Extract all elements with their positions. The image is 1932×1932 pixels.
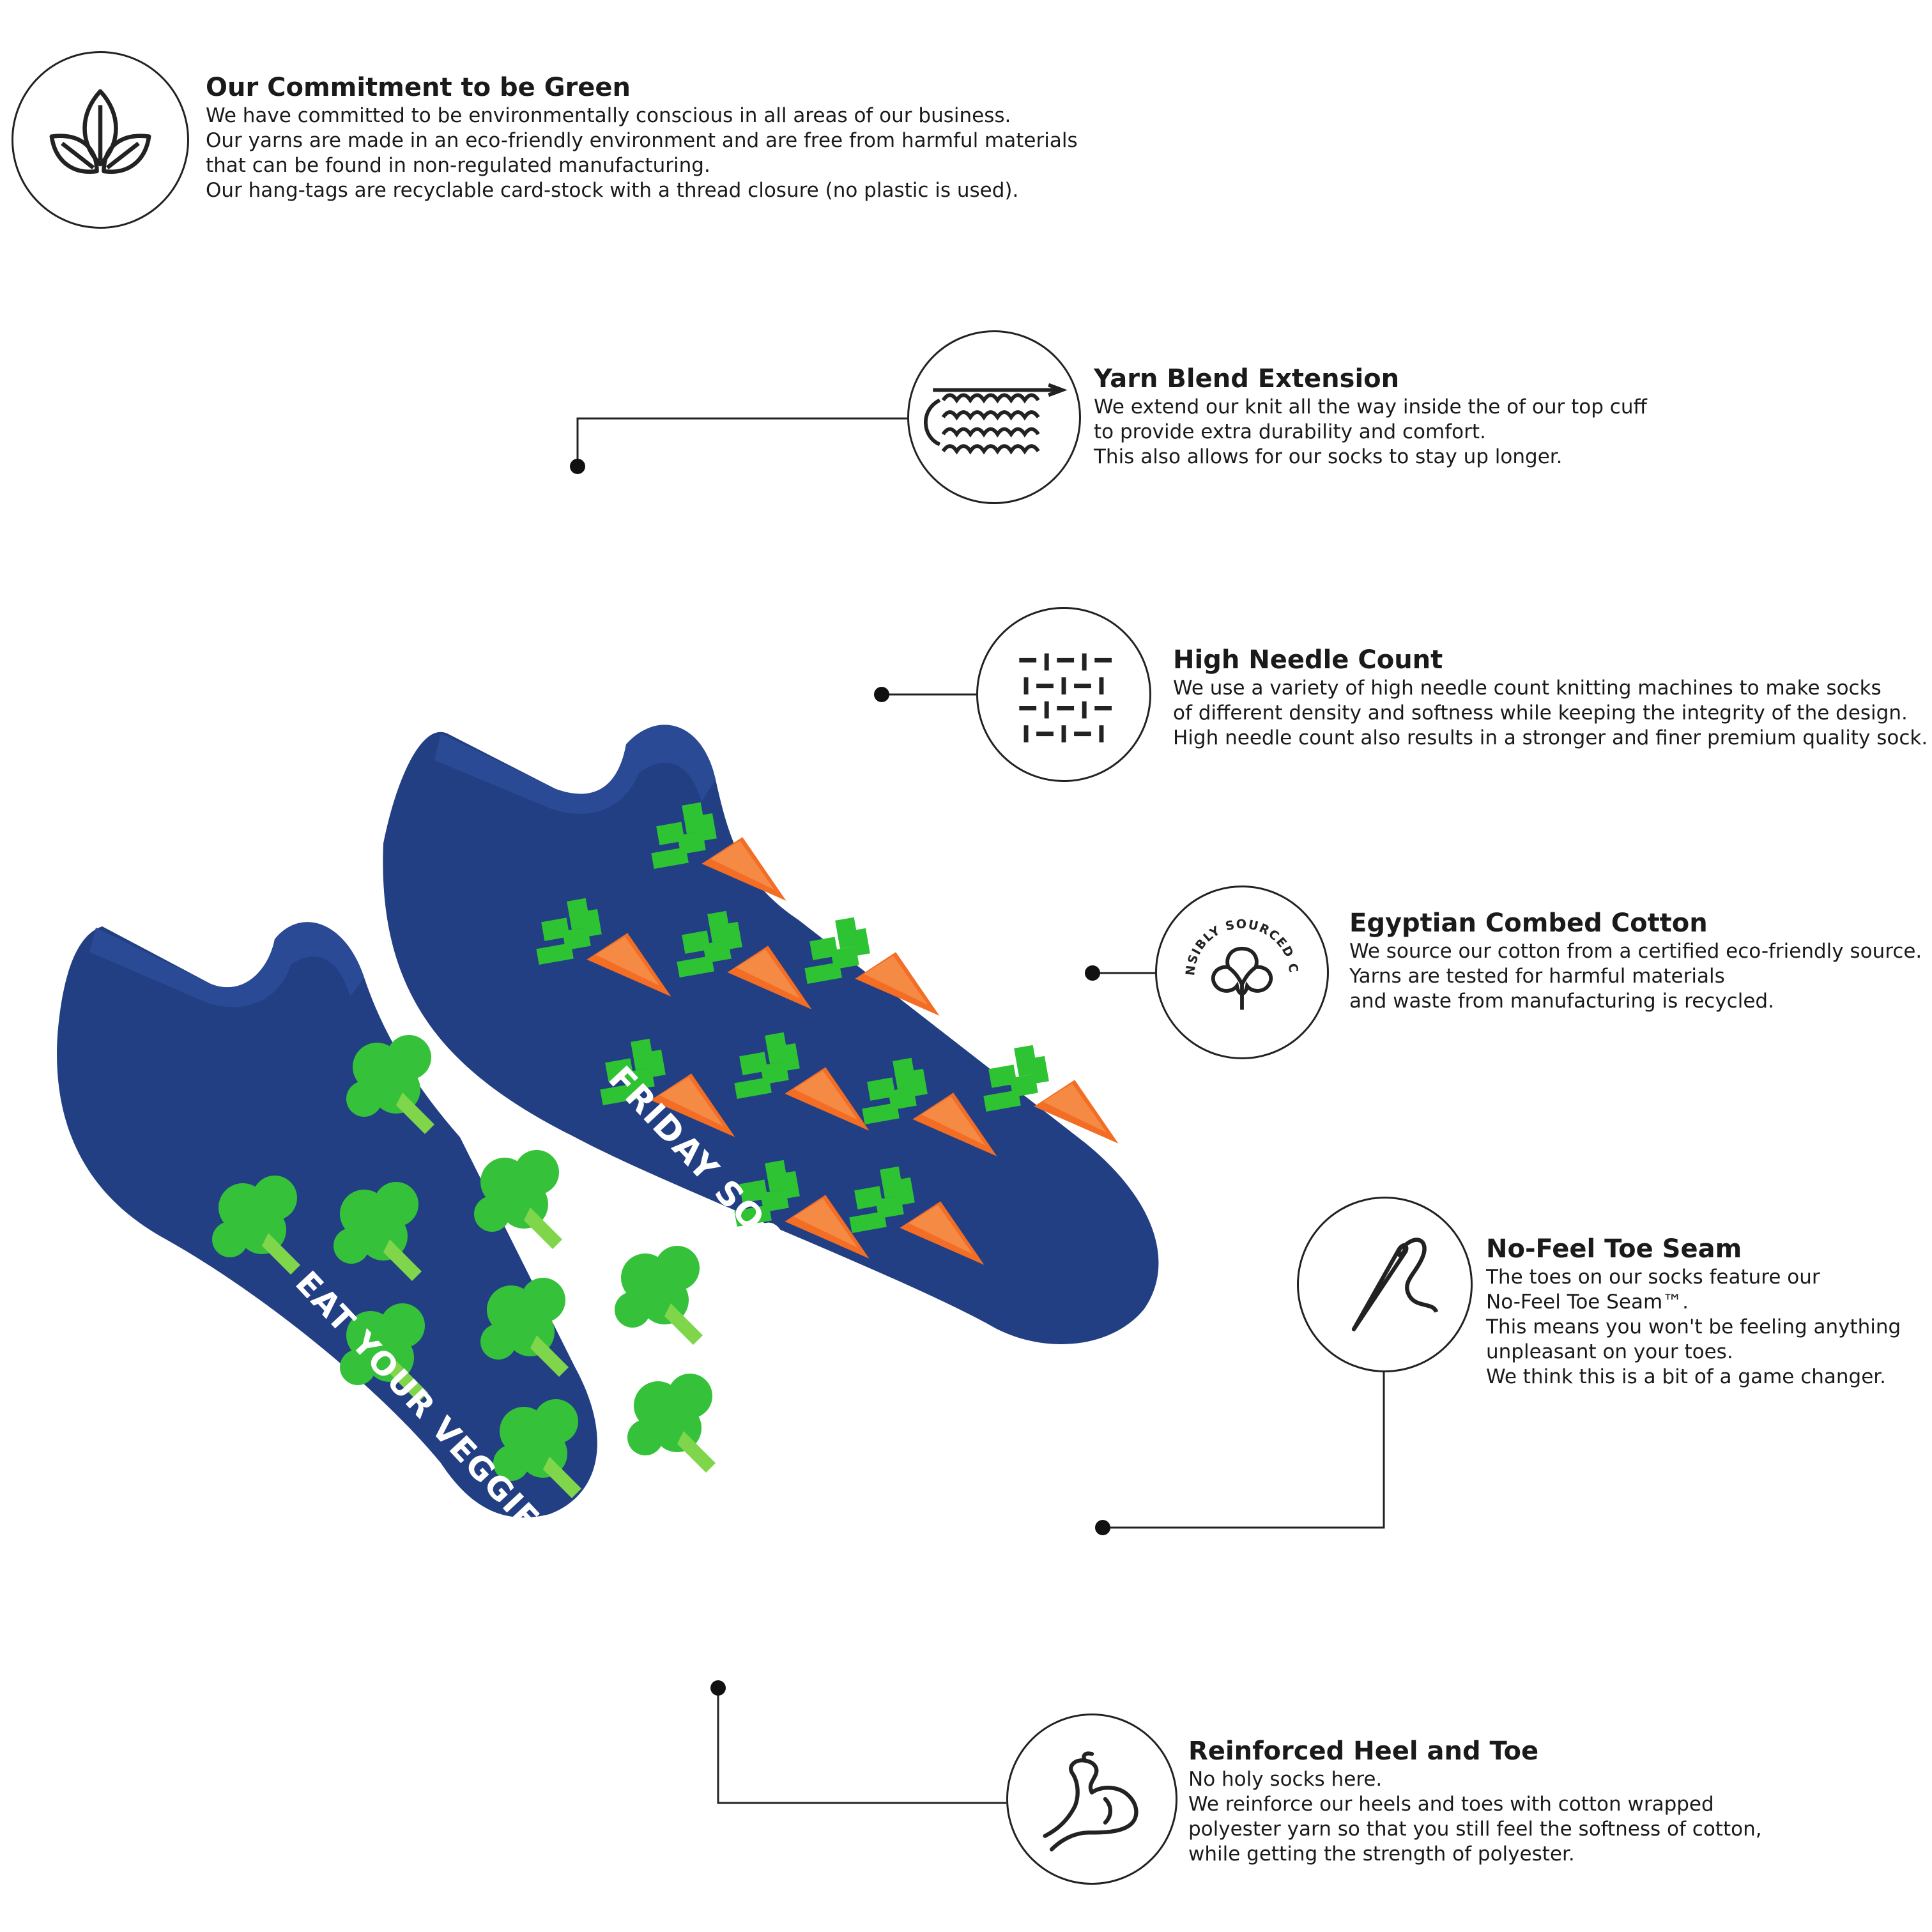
feature-green-line: Our hang-tags are recyclable card-stock …: [206, 179, 1019, 202]
feature-needle-count-icon-circle: [976, 607, 1151, 782]
feature-yarn-line: to provide extra durability and comfort.: [1094, 420, 1486, 443]
leader-heel-toe: [717, 1688, 1006, 1804]
feature-yarn-icon-circle: [907, 330, 1081, 504]
leaves-icon: [49, 89, 151, 174]
leader-dot-needle-count: [874, 687, 889, 702]
leader-toe-seam: [1103, 1372, 1385, 1529]
feature-cotton-line: and waste from manufacturing is recycled…: [1349, 990, 1774, 1013]
cotton-flower-icon: RESPONSIBLY SOURCED COTTON: [1157, 887, 1300, 1010]
feature-yarn-title: Yarn Blend Extension: [1094, 364, 1400, 394]
flexed-arm-icon: [1043, 1751, 1138, 1851]
feature-heel-toe-line: No holy socks here.: [1188, 1768, 1383, 1791]
leader-dot-toe-seam: [1095, 1520, 1110, 1535]
feature-toe-seam-line: We think this is a bit of a game changer…: [1486, 1365, 1887, 1388]
leader-dot-yarn: [570, 459, 585, 474]
feature-cotton-icon-circle: RESPONSIBLY SOURCED COTTON: [1155, 885, 1329, 1059]
feature-heel-toe-line: while getting the strength of polyester.: [1188, 1843, 1575, 1866]
feature-heel-toe-icon-circle: [1006, 1713, 1177, 1885]
feature-needle-count-line: High needle count also results in a stro…: [1173, 726, 1928, 749]
feature-toe-seam-icon-circle: [1297, 1197, 1473, 1372]
feature-green-title: Our Commitment to be Green: [206, 73, 631, 102]
feature-toe-seam-line: This means you won't be feeling anything: [1486, 1315, 1901, 1338]
feature-heel-toe-title: Reinforced Heel and Toe: [1188, 1736, 1539, 1766]
needle-thread-icon: [1351, 1238, 1439, 1331]
feature-green-line: Our yarns are made in an eco-friendly en…: [206, 129, 1078, 152]
knit-stitch-icon: [924, 383, 1068, 455]
feature-toe-seam-line: No-Feel Toe Seam™.: [1486, 1291, 1689, 1314]
feature-needle-count-title: High Needle Count: [1173, 645, 1443, 675]
feature-green-line: that can be found in non-regulated manuf…: [206, 154, 710, 177]
leader-dot-cotton: [1085, 965, 1100, 981]
feature-heel-toe-line: polyester yarn so that you still feel th…: [1188, 1818, 1762, 1841]
feature-toe-seam-line: The toes on our socks feature our: [1486, 1266, 1820, 1289]
feature-green-line: We have committed to be environmentally …: [206, 104, 1011, 127]
feature-needle-count-line: of different density and softness while …: [1173, 702, 1908, 724]
feature-yarn-line: We extend our knit all the way inside th…: [1094, 395, 1647, 418]
leader-dot-heel-toe: [710, 1680, 726, 1696]
leader-yarn: [576, 417, 907, 466]
feature-green-icon-circle: [12, 51, 189, 229]
feature-heel-toe-line: We reinforce our heels and toes with cot…: [1188, 1793, 1714, 1816]
feature-cotton-title: Egyptian Combed Cotton: [1349, 908, 1708, 938]
feature-cotton-line: Yarns are tested for harmful materials: [1349, 965, 1725, 988]
feature-yarn-line: This also allows for our socks to stay u…: [1094, 445, 1563, 468]
weave-pattern-icon: [1019, 653, 1112, 743]
feature-toe-seam-title: No-Feel Toe Seam: [1486, 1234, 1742, 1264]
feature-cotton-line: We source our cotton from a certified ec…: [1349, 940, 1922, 963]
feature-needle-count-line: We use a variety of high needle count kn…: [1173, 677, 1882, 700]
feature-toe-seam-line: unpleasant on your toes.: [1486, 1340, 1733, 1363]
